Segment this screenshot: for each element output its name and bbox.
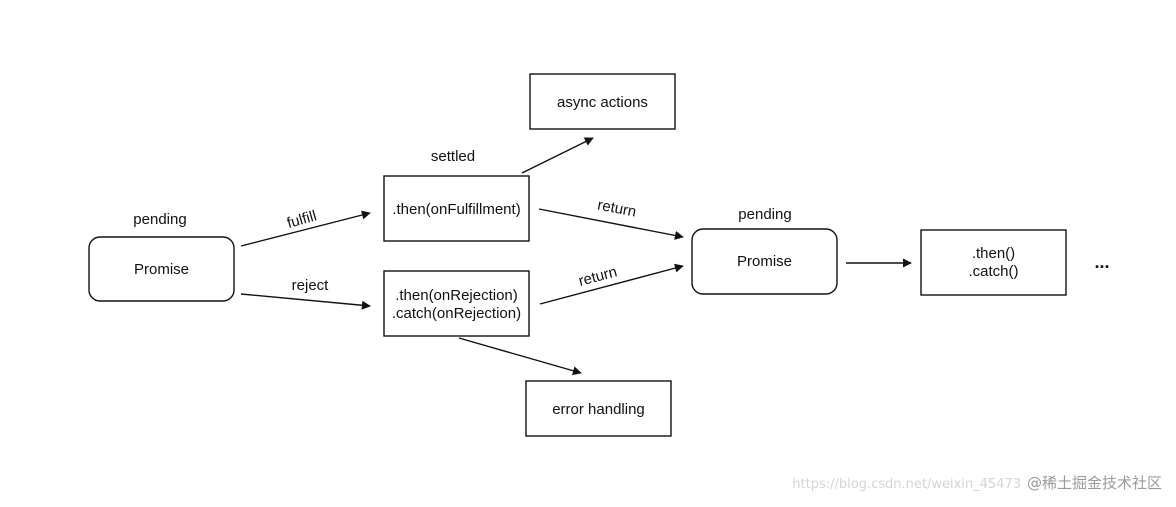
return-top-arrow: [538, 208, 684, 240]
fulfill-arrow: [240, 210, 371, 247]
continuation-ellipsis: ...: [1094, 252, 1109, 272]
settled-label: settled: [431, 148, 475, 165]
return-bottom-edge-label: return: [577, 263, 619, 290]
return-bottom-arrow: [539, 263, 684, 305]
then-rejection-node: .then(onRejection) .catch(onRejection): [383, 270, 530, 337]
chain-line-2: .catch(): [968, 263, 1018, 280]
promise-node-left-label: Promise: [134, 261, 189, 278]
then-rejection-line-1: .then(onRejection): [395, 287, 518, 304]
then-fulfillment-node: .then(onFulfillment): [383, 175, 530, 242]
async-actions-node: async actions: [529, 73, 676, 130]
error-arrow: [458, 337, 582, 376]
reject-arrow: [240, 293, 371, 310]
chain-line-1: .then(): [972, 245, 1015, 262]
pending-label-left: pending: [133, 211, 186, 228]
error-handling-label: error handling: [552, 401, 645, 418]
promise-node-right: Promise: [691, 228, 838, 295]
async-actions-label: async actions: [557, 94, 648, 111]
promise-node-right-label: Promise: [737, 253, 792, 270]
error-handling-node: error handling: [525, 380, 672, 437]
return-top-edge-label: return: [596, 197, 638, 221]
then-fulfillment-label: .then(onFulfillment): [392, 201, 520, 218]
fulfill-edge-label: fulfill: [285, 207, 319, 232]
pending-label-right: pending: [738, 206, 791, 223]
async-arrow: [521, 137, 594, 174]
watermark-brand: @稀土掘金技术社区: [1026, 474, 1162, 492]
watermark: https://blog.csdn.net/weixin_45473 @稀土掘金技…: [792, 472, 1162, 493]
watermark-url: https://blog.csdn.net/weixin_45473: [792, 477, 1021, 492]
chain-node: .then() .catch(): [920, 229, 1067, 296]
then-rejection-line-2: .catch(onRejection): [392, 305, 521, 322]
promise-node-left: Promise: [88, 236, 235, 302]
reject-edge-label: reject: [292, 277, 330, 294]
